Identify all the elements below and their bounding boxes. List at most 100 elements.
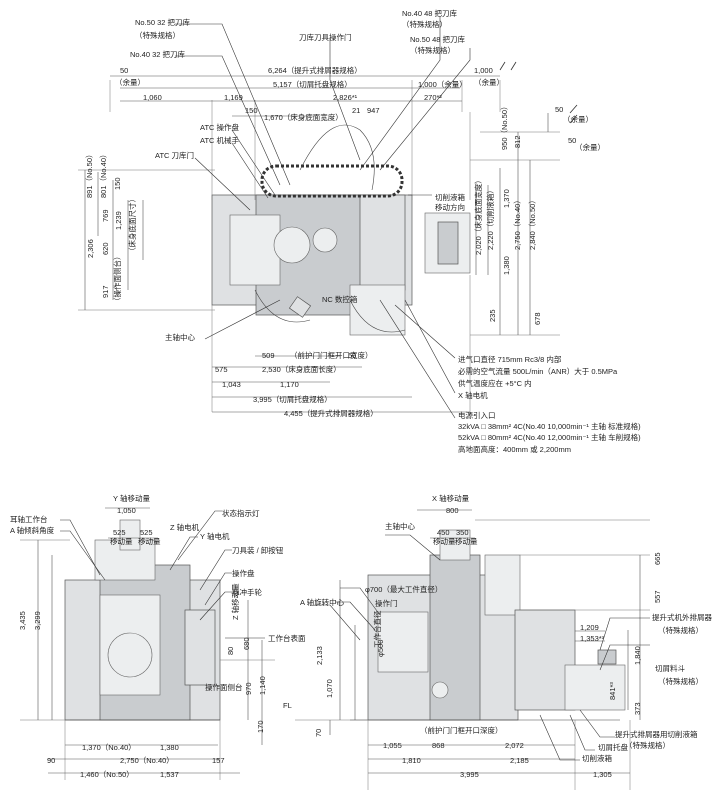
label-floor-height: 高地面高度：400mm 或 2,200mm [458, 444, 571, 454]
label-d-575: 575 [215, 365, 228, 374]
label-d-450: 450 [437, 528, 450, 537]
label-d-525-b: 525 [140, 528, 153, 537]
lift-motor [597, 649, 617, 665]
label-a-rot-center: A 轴旋转中心 [300, 597, 345, 607]
label-d-1000-b: 1,000 [474, 66, 493, 75]
label-magazine-door: 刀库刀具操作门 [299, 32, 352, 42]
label-power-32: 32kVA □ 38mm² 4C(No.40 10,000min⁻¹ 主轴 标准… [458, 421, 641, 431]
label-air-flow: 必需的空气流量 500L/min（ANR）大于 0.5MPa [458, 366, 618, 376]
label-no50-32-mag: No.50 32 把刀库 [135, 17, 191, 27]
label-d-678: 678 [533, 312, 542, 325]
label-d-1380: 1,380 [502, 256, 511, 275]
label-no40-32-mag: No.40 32 把刀库 [130, 49, 186, 59]
label-d-3995-top: 3,995（切屑托盘规格） [253, 394, 332, 404]
label-no40-48-mag: No.40 48 把刀库 [402, 8, 458, 18]
label-table-dia: 工作台直径 [372, 610, 382, 648]
label-special-spec-5: （特殊规格） [658, 676, 703, 686]
label-d-1305: 1,305 [593, 770, 612, 779]
label-d-3299: 3,299 [33, 611, 42, 630]
label-phi500: φ500 [376, 640, 385, 657]
label-atc-panel: ATC 操作盘 [200, 122, 240, 132]
label-d-2020: 2,020（床身底面宽度） [473, 176, 483, 255]
label-d-947: 947 [367, 106, 380, 115]
label-no50-48-mag: No.50 48 把刀库 [410, 34, 466, 44]
label-d-80: 80 [226, 647, 235, 655]
label-d-1070: 1,070 [325, 679, 334, 698]
label-op-panel: 操作盘 [232, 568, 255, 578]
rotary-table-front [107, 632, 153, 678]
label-d-2306: 2,306 [86, 239, 95, 258]
label-d-21: 21 [352, 106, 360, 115]
label-d-1370: 1,370 [502, 189, 511, 208]
label-phi700: φ700（最大工件直径） [365, 584, 442, 594]
label-d-50-left: 50 [120, 66, 128, 75]
label-margin-left: （余量） [115, 77, 145, 87]
label-d-868: 868 [432, 741, 445, 750]
label-d-3435: 3,435 [18, 611, 27, 630]
label-atc-door: ATC 刀库门 [155, 150, 194, 160]
label-chip-dir2: 移动方向 [435, 202, 465, 212]
label-special-spec-4: （特殊规格） [658, 625, 703, 635]
chip-bucket [564, 664, 626, 711]
label-side-table: 操作面侧台 [205, 682, 243, 692]
label-spindle-center: 主轴中心 [165, 332, 195, 342]
label-z-motor: Z 轴电机 [170, 522, 200, 532]
label-d-680: 680 [242, 637, 251, 650]
label-d-509: 509 [262, 351, 275, 360]
label-chip-bucket: 切屑料斗 [655, 663, 685, 673]
label-door-open-depth: （前护门门框开口深度） [420, 725, 503, 735]
label-d-150: 150 [245, 106, 258, 115]
label-d-2750: 2,750（No.40） [513, 196, 522, 250]
label-special-spec-3: （特殊规格） [410, 45, 455, 55]
label-d-2840: 2,840（No.50） [528, 196, 537, 250]
label-d-1060: 1,060 [143, 93, 162, 102]
label-travel-2: 移动量 [138, 536, 161, 546]
label-x-motor: X 轴电机 [458, 390, 488, 400]
label-coolant-tank: 切削液箱 [582, 753, 612, 763]
nc-control-unit [359, 194, 406, 291]
label-power-52: 52kVA □ 80mm² 4C(No.40 12,000min⁻¹ 主轴 车削… [458, 432, 641, 442]
label-d-2185: 2,185 [510, 756, 529, 765]
label-d-1810: 1,810 [402, 756, 421, 765]
label-d-1170: 1,170 [280, 380, 299, 389]
label-d-841: 841*³ [608, 682, 617, 700]
label-d-70: 70 [314, 729, 323, 737]
label-bed-dim: （床身底面尺寸） [127, 195, 137, 255]
label-atc-arm: ATC 机械手 [200, 135, 240, 145]
label-air-inlet: 进气口直径 715mm Rc3/8 内部 [458, 354, 562, 364]
label-y-travel: Y 轴移动量 [113, 493, 150, 503]
label-door-open-width: （前护门门框开口宽度） [290, 350, 373, 360]
label-chip-tank-lift: 提升式排屑器用切削液箱 [615, 729, 698, 739]
label-d-1460: 1,460（No.50） [80, 770, 134, 779]
label-d-1043: 1,043 [222, 380, 241, 389]
label-chip-dir: 切削液箱 [435, 192, 465, 202]
label-d-950: 950（No.50） [500, 102, 509, 150]
label-op-door: 操作门 [375, 598, 398, 608]
operation-panel-plan [288, 296, 312, 318]
label-margin-r3: （余量） [575, 142, 605, 152]
label-d-525-a: 525 [113, 528, 126, 537]
label-d-2133: 2,133 [315, 646, 324, 665]
label-d-665: 665 [653, 552, 662, 565]
label-d-1209: 1,209 [580, 623, 599, 632]
label-d-1670: 1,670（床身底面宽度） [264, 112, 343, 122]
label-travel-3: 移动量 [433, 536, 456, 546]
label-y-motor: Y 轴电机 [200, 531, 230, 541]
label-d-1140: 1,140 [258, 676, 267, 695]
label-air-temp: 供气温度应在 +5°C 内 [458, 378, 532, 388]
label-d-800: 800 [446, 506, 459, 515]
label-d-812: 812 [513, 135, 522, 148]
floor-hatch [499, 61, 578, 124]
label-d-235: 235 [488, 309, 497, 322]
label-d-2220: 2,220（切削液箱） [485, 186, 495, 250]
label-d-1000-a: 1,000（余量） [418, 79, 467, 89]
label-power-inlet: 电源引入口 [458, 410, 496, 420]
label-d-2072: 2,072 [505, 741, 524, 750]
label-d-970: 970 [244, 682, 253, 695]
top-plan-view [78, 16, 560, 419]
label-table-side: （操作面侧台） [112, 253, 122, 306]
label-a-axis-angle: A 轴倾斜角度 [10, 525, 55, 535]
magazine-door-arc [299, 124, 375, 191]
